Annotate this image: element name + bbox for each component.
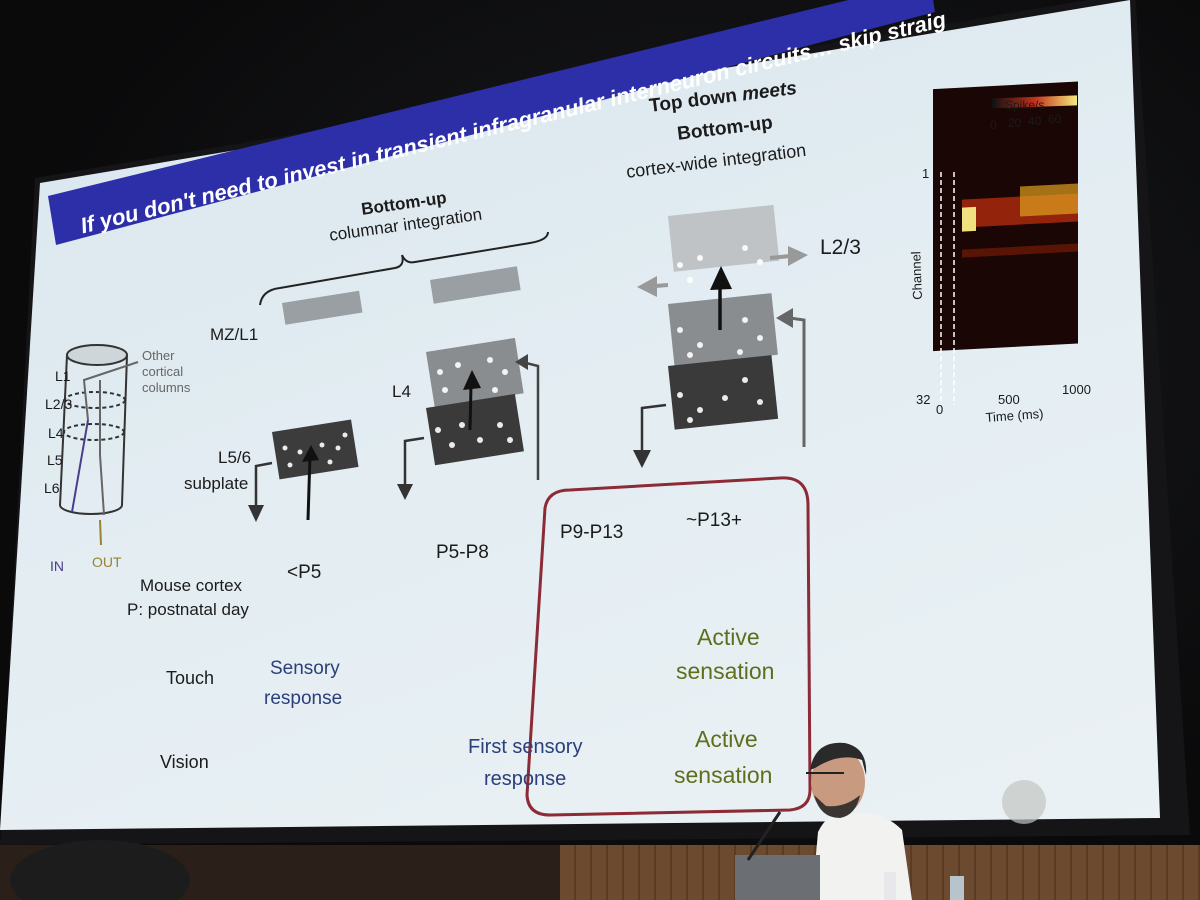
spike-heatmap [933, 81, 1078, 405]
stage-p5-p8: P5-P8 [436, 542, 489, 563]
mz-bar-1 [282, 290, 363, 325]
block-l23-top [668, 204, 780, 272]
label-l5: L5 [47, 452, 63, 468]
mz-bar-2 [430, 266, 521, 304]
block-l23-mid [668, 293, 778, 366]
row-vision: Vision [160, 752, 209, 772]
stage-p5: <P5 [287, 562, 322, 583]
cortical-column-cylinder [59, 344, 128, 515]
sensory-response-b: response [264, 688, 343, 709]
label-l23-block: L2/3 [820, 236, 861, 259]
label-in: IN [50, 558, 64, 574]
label-l4: L4 [48, 425, 64, 441]
label-subplate: subplate [184, 474, 249, 493]
bottom-up-brace [259, 231, 549, 306]
block-l23-low [668, 355, 779, 430]
label-columns: columns [142, 380, 191, 395]
cell-dots [282, 245, 763, 468]
sensory-response-a: Sensory [270, 658, 340, 679]
first-sensory-a: First sensory [468, 736, 583, 758]
label-l6: L6 [44, 480, 60, 496]
heatmap-scale-20: 20 [1008, 116, 1022, 130]
heatmap-y-bottom: 32 [916, 392, 931, 407]
heatmap-scale-0: 0 [990, 118, 997, 132]
heatmap-y-top: 1 [922, 166, 930, 181]
label-l56: L5/6 [218, 448, 252, 467]
heatmap-title: Spike/s [1005, 98, 1045, 112]
block-l4-upper [426, 337, 524, 408]
row-postnatal-day: P: postnatal day [127, 600, 249, 619]
stage-p13plus: ~P13+ [686, 510, 742, 531]
label-out: OUT [92, 554, 122, 570]
row-touch: Touch [166, 668, 215, 688]
label-other: Other [142, 348, 175, 363]
heatmap-x-0: 0 [936, 402, 944, 417]
label-l23: L2/3 [45, 396, 73, 412]
highlight-frame [525, 476, 812, 817]
label-mz-l1: MZ/L1 [210, 325, 259, 344]
label-cortical: cortical [142, 364, 184, 379]
label-l1: L1 [55, 368, 71, 384]
active-touch-a: Active [697, 624, 760, 650]
heatmap-x-500: 500 [998, 392, 1020, 407]
heatmap-x-1000: 1000 [1062, 382, 1091, 397]
first-sensory-b: response [484, 768, 567, 790]
active-vision-a: Active [695, 726, 758, 752]
active-vision-b: sensation [674, 762, 773, 788]
row-mouse-cortex: Mouse cortex [140, 576, 243, 595]
heatmap-scale-40: 40 [1028, 114, 1042, 128]
heatmap-scale-60: 60 [1048, 112, 1062, 126]
label-l4-block: L4 [392, 382, 411, 401]
active-touch-b: sensation [676, 658, 775, 684]
block-l56 [271, 419, 359, 480]
stage-p9-p13: P9-P13 [560, 522, 624, 543]
